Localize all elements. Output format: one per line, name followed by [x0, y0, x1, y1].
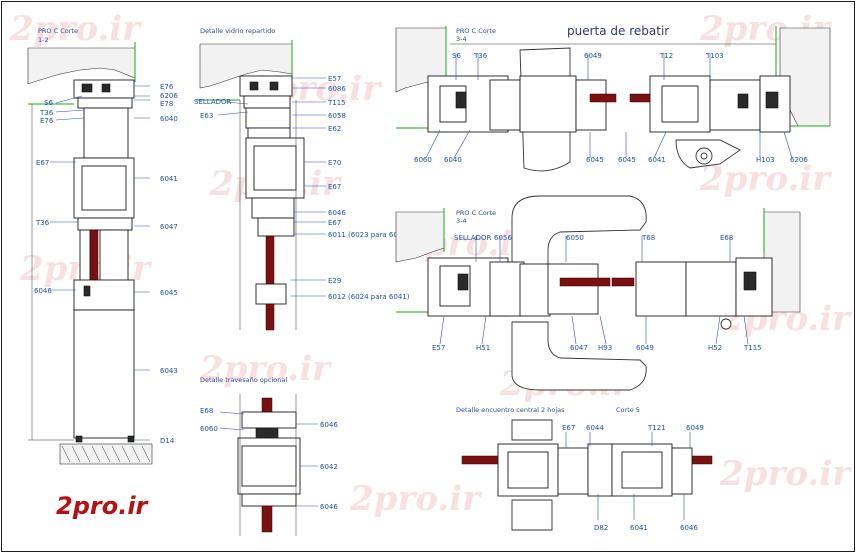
svg-text:6011 (6023 para 6041): 6011 (6023 para 6041): [328, 231, 410, 239]
svg-text:6040: 6040: [444, 156, 462, 164]
svg-text:6042: 6042: [320, 463, 338, 471]
detail-transom-drawing: Detalle travesaño opcional: [200, 376, 318, 536]
svg-text:H103: H103: [756, 156, 775, 164]
bottom-detail-drawing: Detalle encuentro central 2 hojas Corte …: [456, 406, 713, 531]
svg-text:6044: 6044: [586, 424, 604, 432]
svg-text:3-4: 3-4: [456, 217, 467, 225]
detail-transom-labels: 6046 6042 6046 E68 6060: [200, 407, 338, 511]
svg-text:T68: T68: [641, 234, 655, 242]
detail-glass-drawing: Detalle vidrio repartido: [196, 27, 326, 331]
svg-text:6043: 6043: [160, 367, 178, 375]
svg-text:2pro.ir: 2pro.ir: [9, 9, 142, 49]
svg-text:6040: 6040: [160, 115, 178, 123]
svg-text:SELLADOR: SELLADOR: [194, 98, 232, 106]
svg-text:6046: 6046: [680, 524, 698, 532]
top-plan-header: puerta de rebatir: [567, 24, 669, 38]
svg-text:S6: S6: [44, 99, 53, 107]
svg-text:S6: S6: [452, 52, 461, 60]
svg-text:6206: 6206: [160, 92, 178, 100]
svg-text:PRO C Corte: PRO C Corte: [456, 27, 496, 35]
bottom-detail-subtitle: Corte 5: [616, 406, 640, 414]
middle-plan-drawing: PRO C Corte 3-4: [395, 195, 801, 391]
svg-text:2pro.ir: 2pro.ir: [699, 159, 832, 199]
svg-text:6047: 6047: [570, 344, 588, 352]
middle-plan-labels: SELLADOR 6056 6050 T68 E68 E57 H51 6047 …: [432, 234, 762, 352]
svg-text:T36: T36: [35, 219, 50, 227]
svg-text:E67: E67: [328, 219, 341, 227]
svg-text:6050: 6050: [566, 234, 584, 242]
svg-text:6041: 6041: [630, 524, 648, 532]
svg-text:T12: T12: [659, 52, 673, 60]
svg-text:SELLADOR: SELLADOR: [454, 234, 492, 242]
svg-text:E57: E57: [432, 344, 445, 352]
detail-glass-title: Detalle vidrio repartido: [200, 27, 275, 35]
left-section-title: PRO C Corte: [38, 27, 78, 35]
detail-transom-title: Detalle travesaño opcional: [200, 376, 287, 384]
svg-text:T36: T36: [473, 52, 488, 60]
svg-text:H51: H51: [476, 344, 490, 352]
top-plan-labels: S6 T36 6049 T12 T103 6060 6040 6045 6045…: [414, 52, 808, 164]
svg-text:6046: 6046: [320, 421, 338, 429]
bottom-detail-title: Detalle encuentro central 2 hojas: [456, 406, 565, 414]
svg-text:H52: H52: [708, 344, 722, 352]
bottom-detail-labels: E67 6044 T121 6049 D82 6041 6046: [562, 424, 704, 532]
svg-text:E62: E62: [328, 125, 341, 133]
left-section-drawing: PRO C Corte 1-2: [27, 27, 153, 465]
svg-text:6045: 6045: [586, 156, 604, 164]
left-section-labels: E76 6206 E78 6040 6041 6047 6045 6043 D1…: [34, 83, 178, 445]
svg-text:T103: T103: [705, 52, 724, 60]
svg-text:PRO C Corte: PRO C Corte: [456, 209, 496, 217]
svg-text:6045: 6045: [160, 289, 178, 297]
svg-text:E57: E57: [328, 75, 341, 83]
svg-text:T115: T115: [743, 344, 762, 352]
svg-text:6060: 6060: [414, 156, 432, 164]
svg-text:E67: E67: [36, 159, 49, 167]
svg-text:E63: E63: [200, 112, 213, 120]
svg-text:6045: 6045: [618, 156, 636, 164]
detail-glass-labels: E57 6086 T115 6058 E62 E70 E67 6046 E67 …: [194, 75, 410, 301]
svg-text:D82: D82: [594, 524, 608, 532]
svg-text:6086: 6086: [328, 85, 346, 93]
left-section-sub: 1-2: [38, 36, 49, 44]
svg-text:E70: E70: [328, 159, 341, 167]
svg-text:E29: E29: [328, 277, 341, 285]
svg-text:D14: D14: [160, 437, 175, 445]
site-logo: 2pro.ir: [56, 492, 150, 520]
svg-text:6049: 6049: [636, 344, 654, 352]
svg-text:6058: 6058: [328, 112, 346, 120]
svg-text:6041: 6041: [648, 156, 666, 164]
svg-text:6056: 6056: [494, 234, 512, 242]
top-plan-drawing: puerta de rebatir PRO C Corte 3-4: [395, 24, 831, 172]
svg-text:6012 (6024 para 6041): 6012 (6024 para 6041): [328, 293, 410, 301]
svg-text:E76: E76: [40, 117, 54, 125]
svg-text:3-4: 3-4: [456, 35, 467, 43]
svg-text:6049: 6049: [584, 52, 602, 60]
svg-text:E68: E68: [720, 234, 733, 242]
svg-text:2pro.ir: 2pro.ir: [56, 492, 150, 520]
svg-text:H93: H93: [598, 344, 612, 352]
svg-text:6041: 6041: [160, 175, 178, 183]
svg-text:E67: E67: [328, 183, 341, 191]
svg-text:6206: 6206: [790, 156, 808, 164]
svg-text:6060: 6060: [200, 425, 218, 433]
svg-text:E68: E68: [200, 407, 213, 415]
svg-text:2pro.ir: 2pro.ir: [349, 479, 482, 519]
svg-text:E76: E76: [160, 83, 174, 91]
svg-text:6049: 6049: [686, 424, 704, 432]
svg-text:2pro.ir: 2pro.ir: [719, 454, 852, 494]
svg-text:2pro.ir: 2pro.ir: [199, 349, 332, 389]
svg-text:6046: 6046: [328, 209, 346, 217]
svg-text:T36: T36: [39, 109, 54, 117]
svg-text:T115: T115: [327, 99, 346, 107]
svg-text:T121: T121: [647, 424, 666, 432]
svg-text:E78: E78: [160, 100, 173, 108]
svg-text:6047: 6047: [160, 223, 178, 231]
svg-text:E67: E67: [562, 424, 575, 432]
svg-text:6046: 6046: [320, 503, 338, 511]
svg-text:6046: 6046: [34, 287, 52, 295]
